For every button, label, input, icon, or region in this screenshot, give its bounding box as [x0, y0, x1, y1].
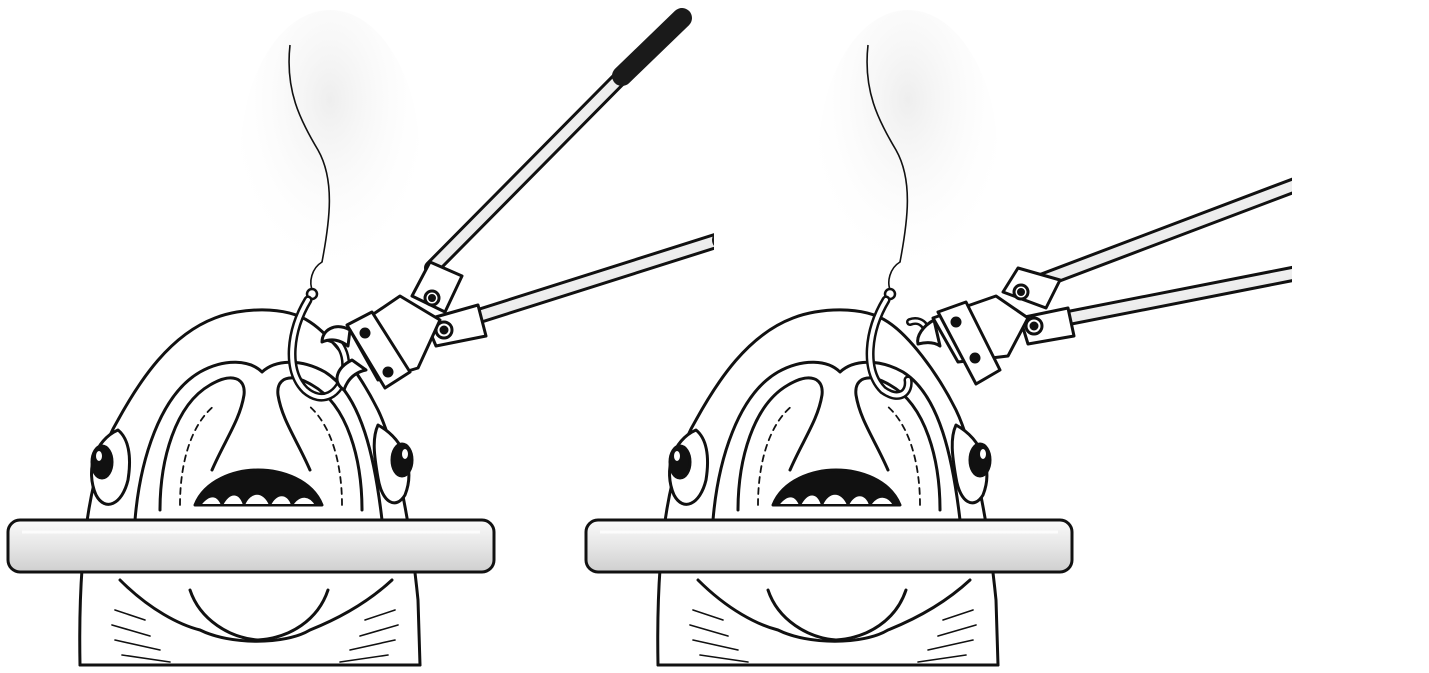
bite-block-icon [8, 520, 494, 572]
bite-block-icon [586, 520, 1072, 572]
background-shade [818, 10, 998, 310]
shark-head-icon [658, 310, 998, 665]
panel-step-2-drawing [578, 0, 1292, 673]
panel-step-2 [578, 0, 1292, 673]
background-shade [240, 10, 420, 310]
